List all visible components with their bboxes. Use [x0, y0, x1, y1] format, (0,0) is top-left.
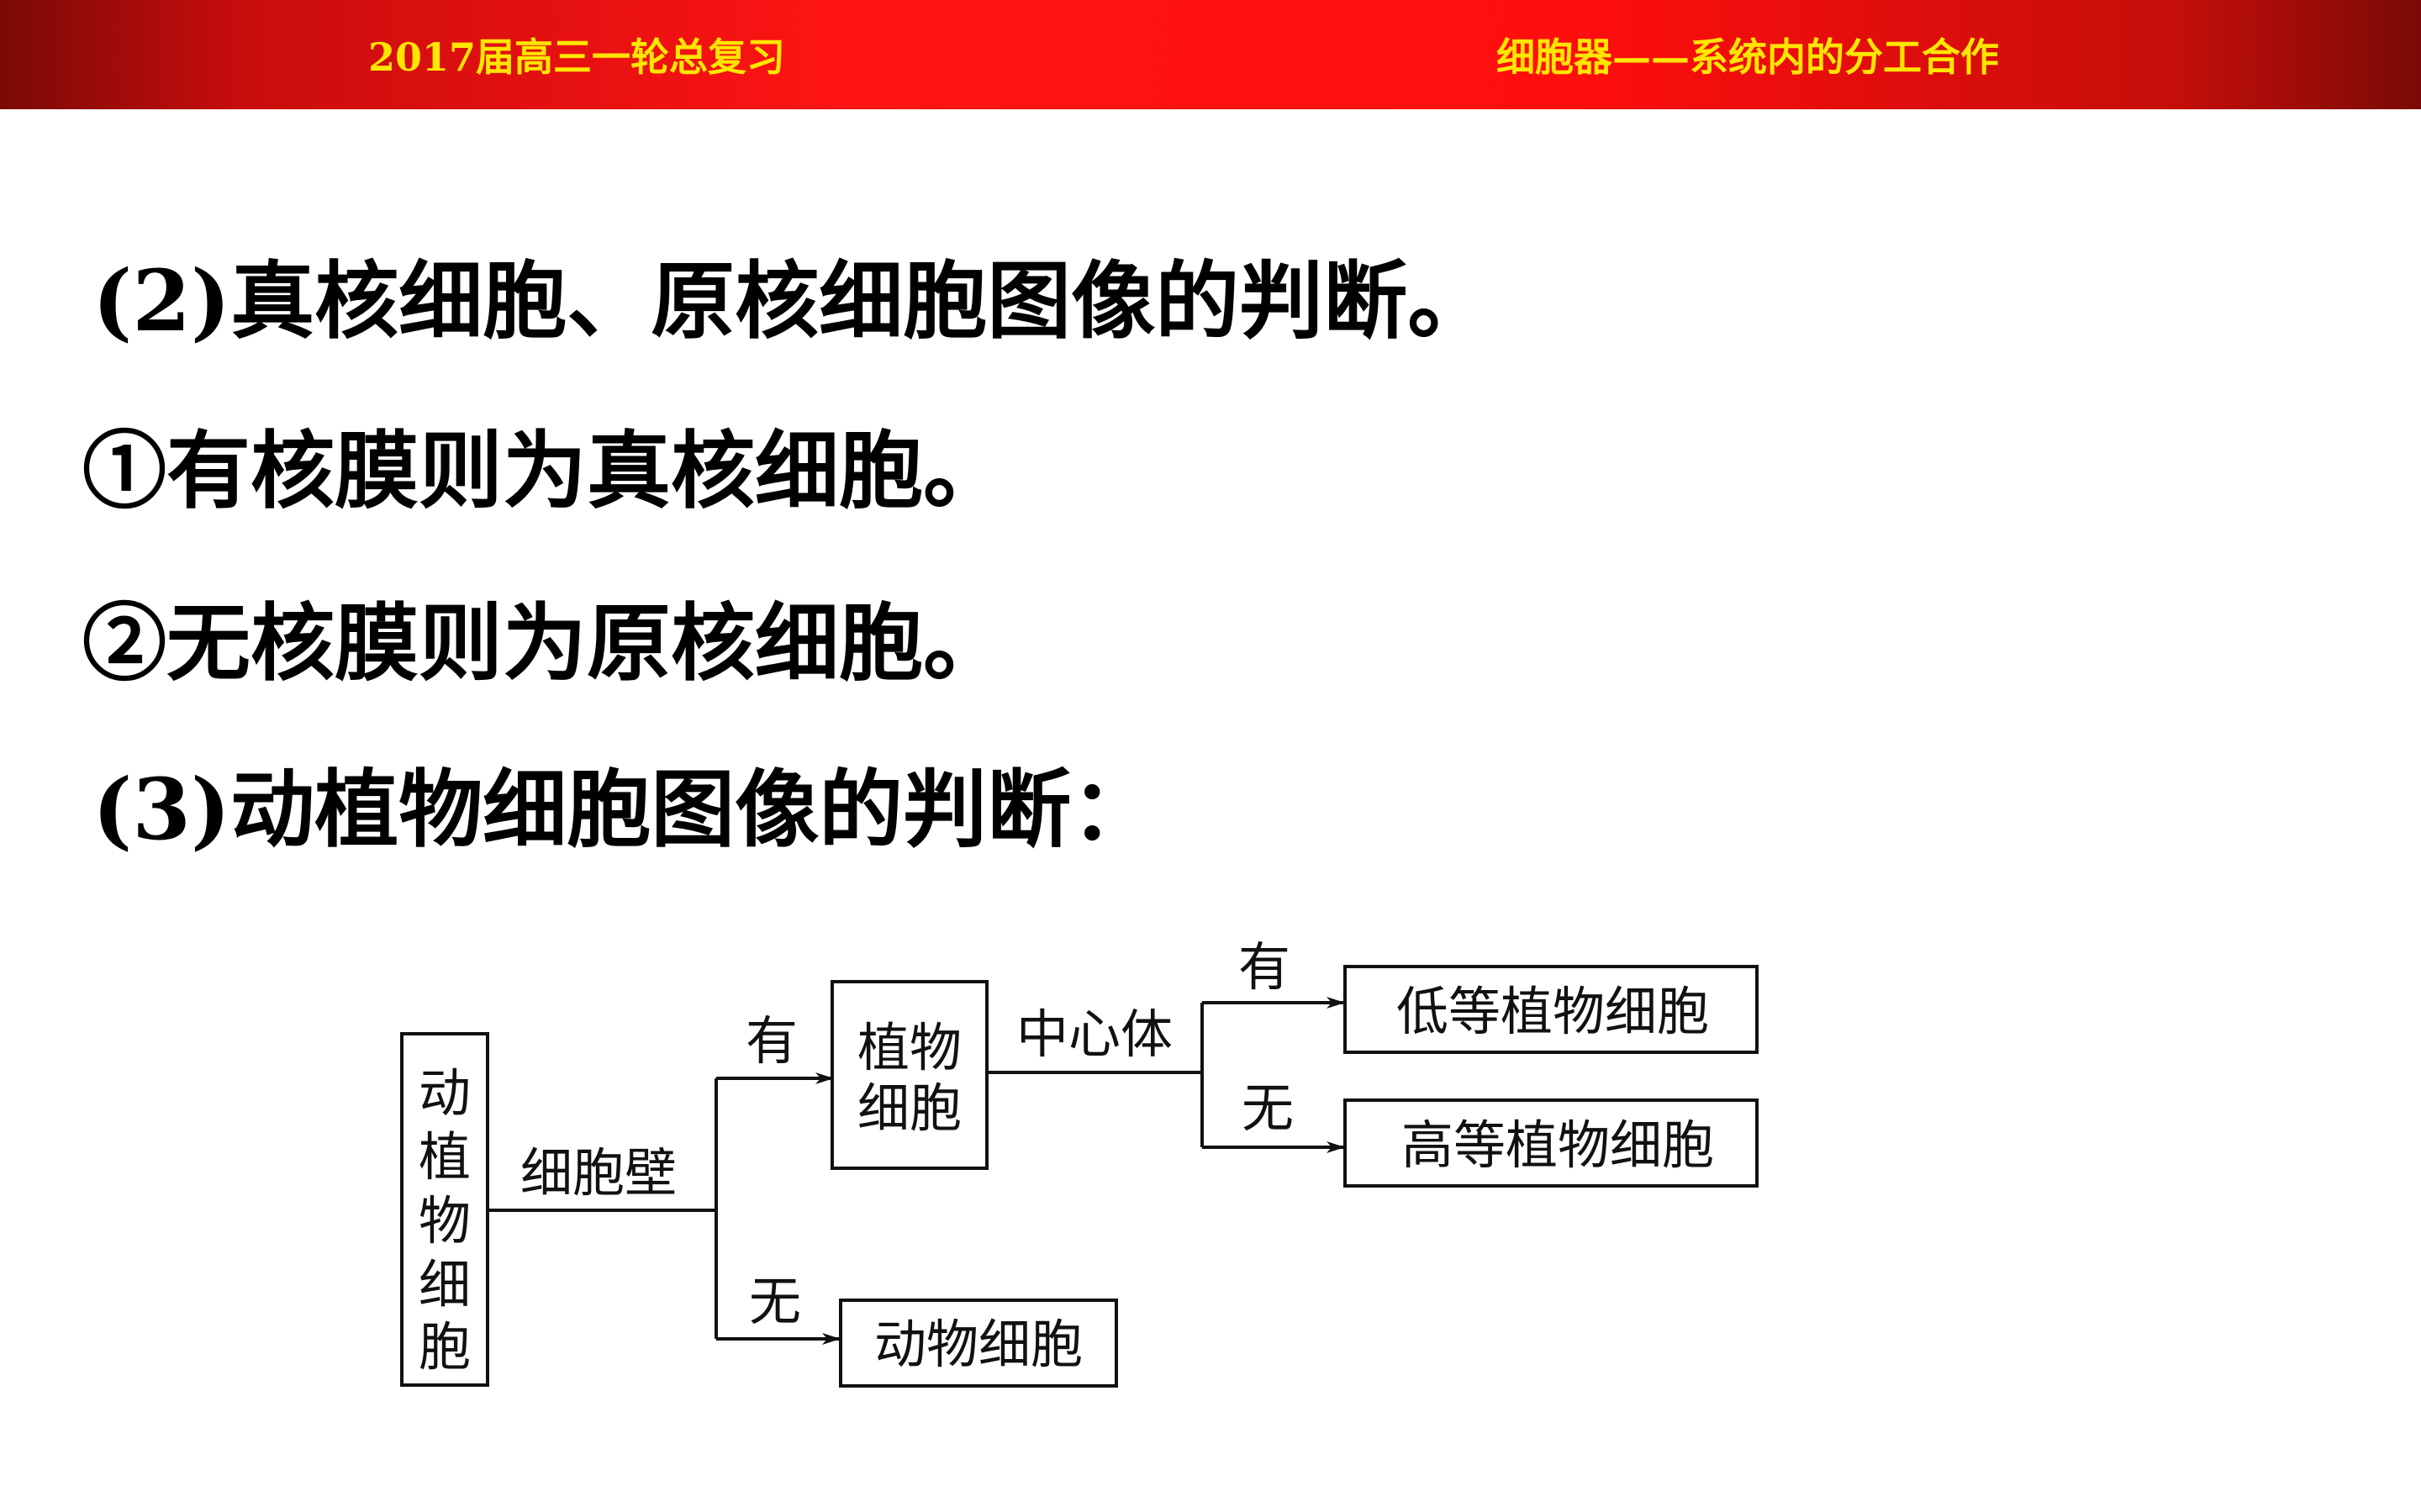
plant-cell-label-line2: 细胞	[857, 1077, 962, 1139]
animal-cell-box	[839, 1299, 1118, 1388]
point-2-heading: (2)真核细胞、原核细胞图像的判断。	[92, 251, 1492, 350]
lower-plant-label: 低等植物细胞	[1396, 981, 1709, 1042]
has-cell-wall-label: 有	[746, 1010, 798, 1072]
root-char-2: 植	[419, 1126, 471, 1188]
centriole-label: 中心体	[1016, 1004, 1173, 1065]
no-centriole-label: 无	[1242, 1077, 1294, 1139]
has-centriole-label: 有	[1238, 936, 1290, 998]
point-3-heading: (3)动植物细胞图像的判断：	[92, 760, 1156, 859]
point-2-rule-1: ①有核膜则为真核细胞。	[82, 421, 1007, 520]
chapter-title: 细胞器——系统内的分工合作	[1496, 34, 1999, 80]
root-char-3: 物	[419, 1190, 471, 1251]
header-banner: 2017届高三一轮总复习 细胞器——系统内的分工合作	[0, 0, 2421, 109]
higher-plant-label: 高等植物细胞	[1401, 1114, 1714, 1176]
root-char-4: 细	[419, 1254, 471, 1315]
plant-cell-box	[831, 980, 989, 1170]
point-2-rule-2: ②无核膜则为原核细胞。	[82, 593, 1007, 693]
root-char-5: 胞	[419, 1316, 471, 1378]
plant-cell-label-line1: 植物	[857, 1017, 962, 1078]
higher-plant-box	[1343, 1098, 1759, 1188]
lower-plant-box	[1343, 965, 1759, 1054]
cell-wall-label: 细胞壁	[520, 1142, 677, 1204]
root-char-1: 动	[419, 1062, 471, 1124]
animal-cell-label: 动物细胞	[874, 1314, 1083, 1375]
course-title: 2017届高三一轮总复习	[368, 34, 786, 80]
no-cell-wall-label: 无	[749, 1271, 801, 1332]
